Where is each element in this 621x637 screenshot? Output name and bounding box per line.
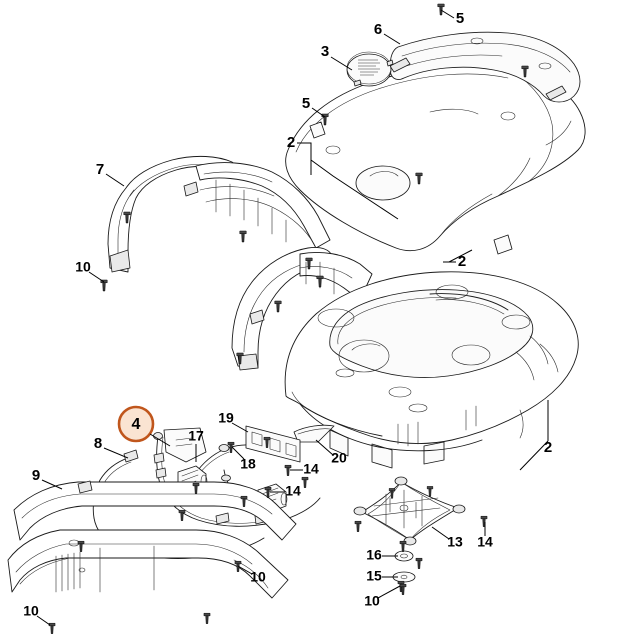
screw-icon [203,612,211,624]
part-wedge-clip [293,424,335,443]
highlight-circle[interactable] [117,405,155,443]
callout-number-14[interactable]: 14 [285,483,301,499]
callout-leader [440,9,455,19]
screw-icon [240,495,248,507]
screw-icon [437,3,445,16]
screw-icon [521,65,529,78]
callout-number-20[interactable]: 20 [331,450,347,466]
callout-leader [231,446,245,460]
screw-icon [354,520,362,532]
screw-icon [123,211,131,224]
screw-icon [48,622,56,634]
screw-icon [236,352,244,365]
screw-icon [305,257,313,270]
callout-number-7[interactable]: 7 [96,161,104,178]
callout-number-10[interactable]: 10 [364,593,380,609]
callout-number-5[interactable]: 5 [456,10,464,27]
screw-icon [415,557,423,569]
screw-icon [301,476,309,488]
part-hood-upper [285,65,586,252]
part-rating-plate [346,51,394,87]
part-trim-strip [389,31,581,103]
callout-leader [311,107,326,118]
part-support-frame [353,476,466,546]
callout-leader [103,447,129,459]
screw-icon [77,540,85,552]
callout-leader [237,565,253,575]
callout-number-13[interactable]: 13 [447,534,463,550]
callout-number-16[interactable]: 16 [366,547,382,563]
screw-icon [192,482,200,494]
callout-number-3[interactable]: 3 [321,43,329,60]
callout-number-10[interactable]: 10 [23,603,39,619]
callout-number-19[interactable]: 19 [218,410,234,426]
screw-icon [480,515,488,527]
screw-icon [426,486,434,497]
callout-leader [330,56,353,71]
part-cover-plate-small-2 [493,234,513,255]
callout-leader [383,33,401,45]
callout-leader [431,526,450,540]
callout-leader [297,142,399,220]
screw-icon [178,509,186,521]
badge-microtext [358,59,380,76]
screw-icon [274,300,282,313]
screw-icon [388,488,396,499]
highlight-callout-4[interactable]: 4 [117,405,171,447]
callout-number-14[interactable]: 14 [477,534,493,550]
callout-number-14[interactable]: 14 [303,461,319,477]
part-cover-plate-small [309,121,326,139]
screw-icon [239,230,247,243]
callout-number-2[interactable]: 2 [458,253,466,270]
callout-number-8[interactable]: 8 [94,435,102,452]
callout-number-5[interactable]: 5 [302,95,310,112]
callout-number-9[interactable]: 9 [32,467,40,484]
callout-leader [377,585,401,599]
callout-leader [105,173,125,187]
callout-leader [88,271,105,283]
screw-icon [264,486,272,498]
screw-icon [316,275,324,288]
screw-icon [415,172,423,185]
highlight-leader [149,433,171,447]
callout-leader [443,249,473,263]
callout-number-2[interactable]: 2 [287,134,295,151]
callout-leader [41,479,63,490]
callout-leader [231,422,249,433]
part-wiring-harness [153,425,321,527]
screw-icon [399,540,407,552]
screw-icon [263,436,271,448]
screw-icon [321,113,329,126]
callout-leader [315,439,334,456]
callout-leader [519,400,549,471]
callout-number-17[interactable]: 17 [188,428,204,444]
part-wheel-arch-panel [107,155,373,371]
callout-number-10[interactable]: 10 [75,259,91,275]
callout-number-10[interactable]: 10 [250,569,266,585]
highlight-number: 4 [132,416,141,433]
screw-icon [284,464,292,476]
leader-line-layer [36,9,549,626]
part-body-shell [284,271,579,469]
screw-icon [227,441,235,453]
callout-number-15[interactable]: 15 [366,568,382,584]
callout-number-2[interactable]: 2 [544,439,552,456]
callout-leader [36,615,51,626]
callout-number-6[interactable]: 6 [374,21,382,38]
callout-number-18[interactable]: 18 [240,456,256,472]
